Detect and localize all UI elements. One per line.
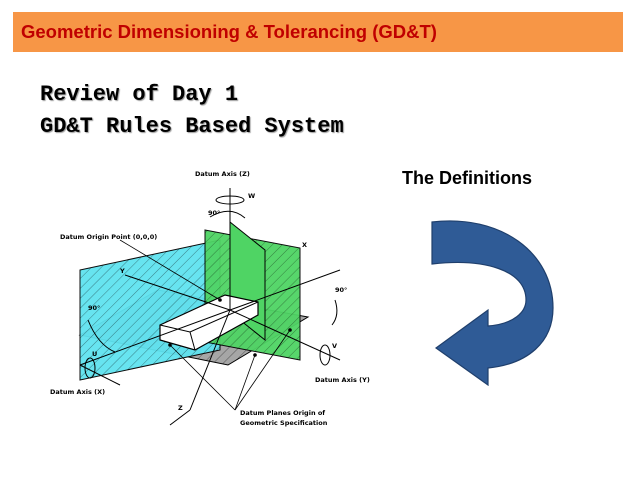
datum-axis-y-label: Datum Axis (Y) <box>315 376 370 384</box>
v-label: V <box>332 342 337 350</box>
angle-right-label: 90° <box>335 286 347 294</box>
x-top-label: X <box>302 241 307 249</box>
angle-top-label: 90° <box>208 209 220 217</box>
angle-left-label: 90° <box>88 304 100 312</box>
datum-axis-x-label: Datum Axis (X) <box>50 388 105 396</box>
planes-label-line2: Geometric Specification <box>240 419 328 427</box>
datum-reference-frame-diagram: Datum Axis (Z) W 90° Datum Origin Point … <box>50 170 370 427</box>
origin-point-label: Datum Origin Point (0,0,0) <box>60 233 157 241</box>
curved-down-arrow-icon <box>431 220 554 386</box>
title-banner: Geometric Dimensioning & Tolerancing (GD… <box>13 12 623 52</box>
planes-label-line1: Datum Planes Origin of <box>240 409 325 417</box>
z-bottom-label: Z <box>178 404 183 412</box>
definitions-label: The Definitions <box>402 168 532 188</box>
slide-title: Geometric Dimensioning & Tolerancing (GD… <box>21 21 437 42</box>
u-label: U <box>92 350 97 358</box>
review-heading: Review of Day 1 <box>40 82 239 107</box>
rules-heading: GD&T Rules Based System <box>40 114 344 139</box>
datum-axis-z-label: Datum Axis (Z) <box>195 170 250 178</box>
w-label: W <box>248 192 255 200</box>
y-left-label: Y <box>119 267 125 275</box>
